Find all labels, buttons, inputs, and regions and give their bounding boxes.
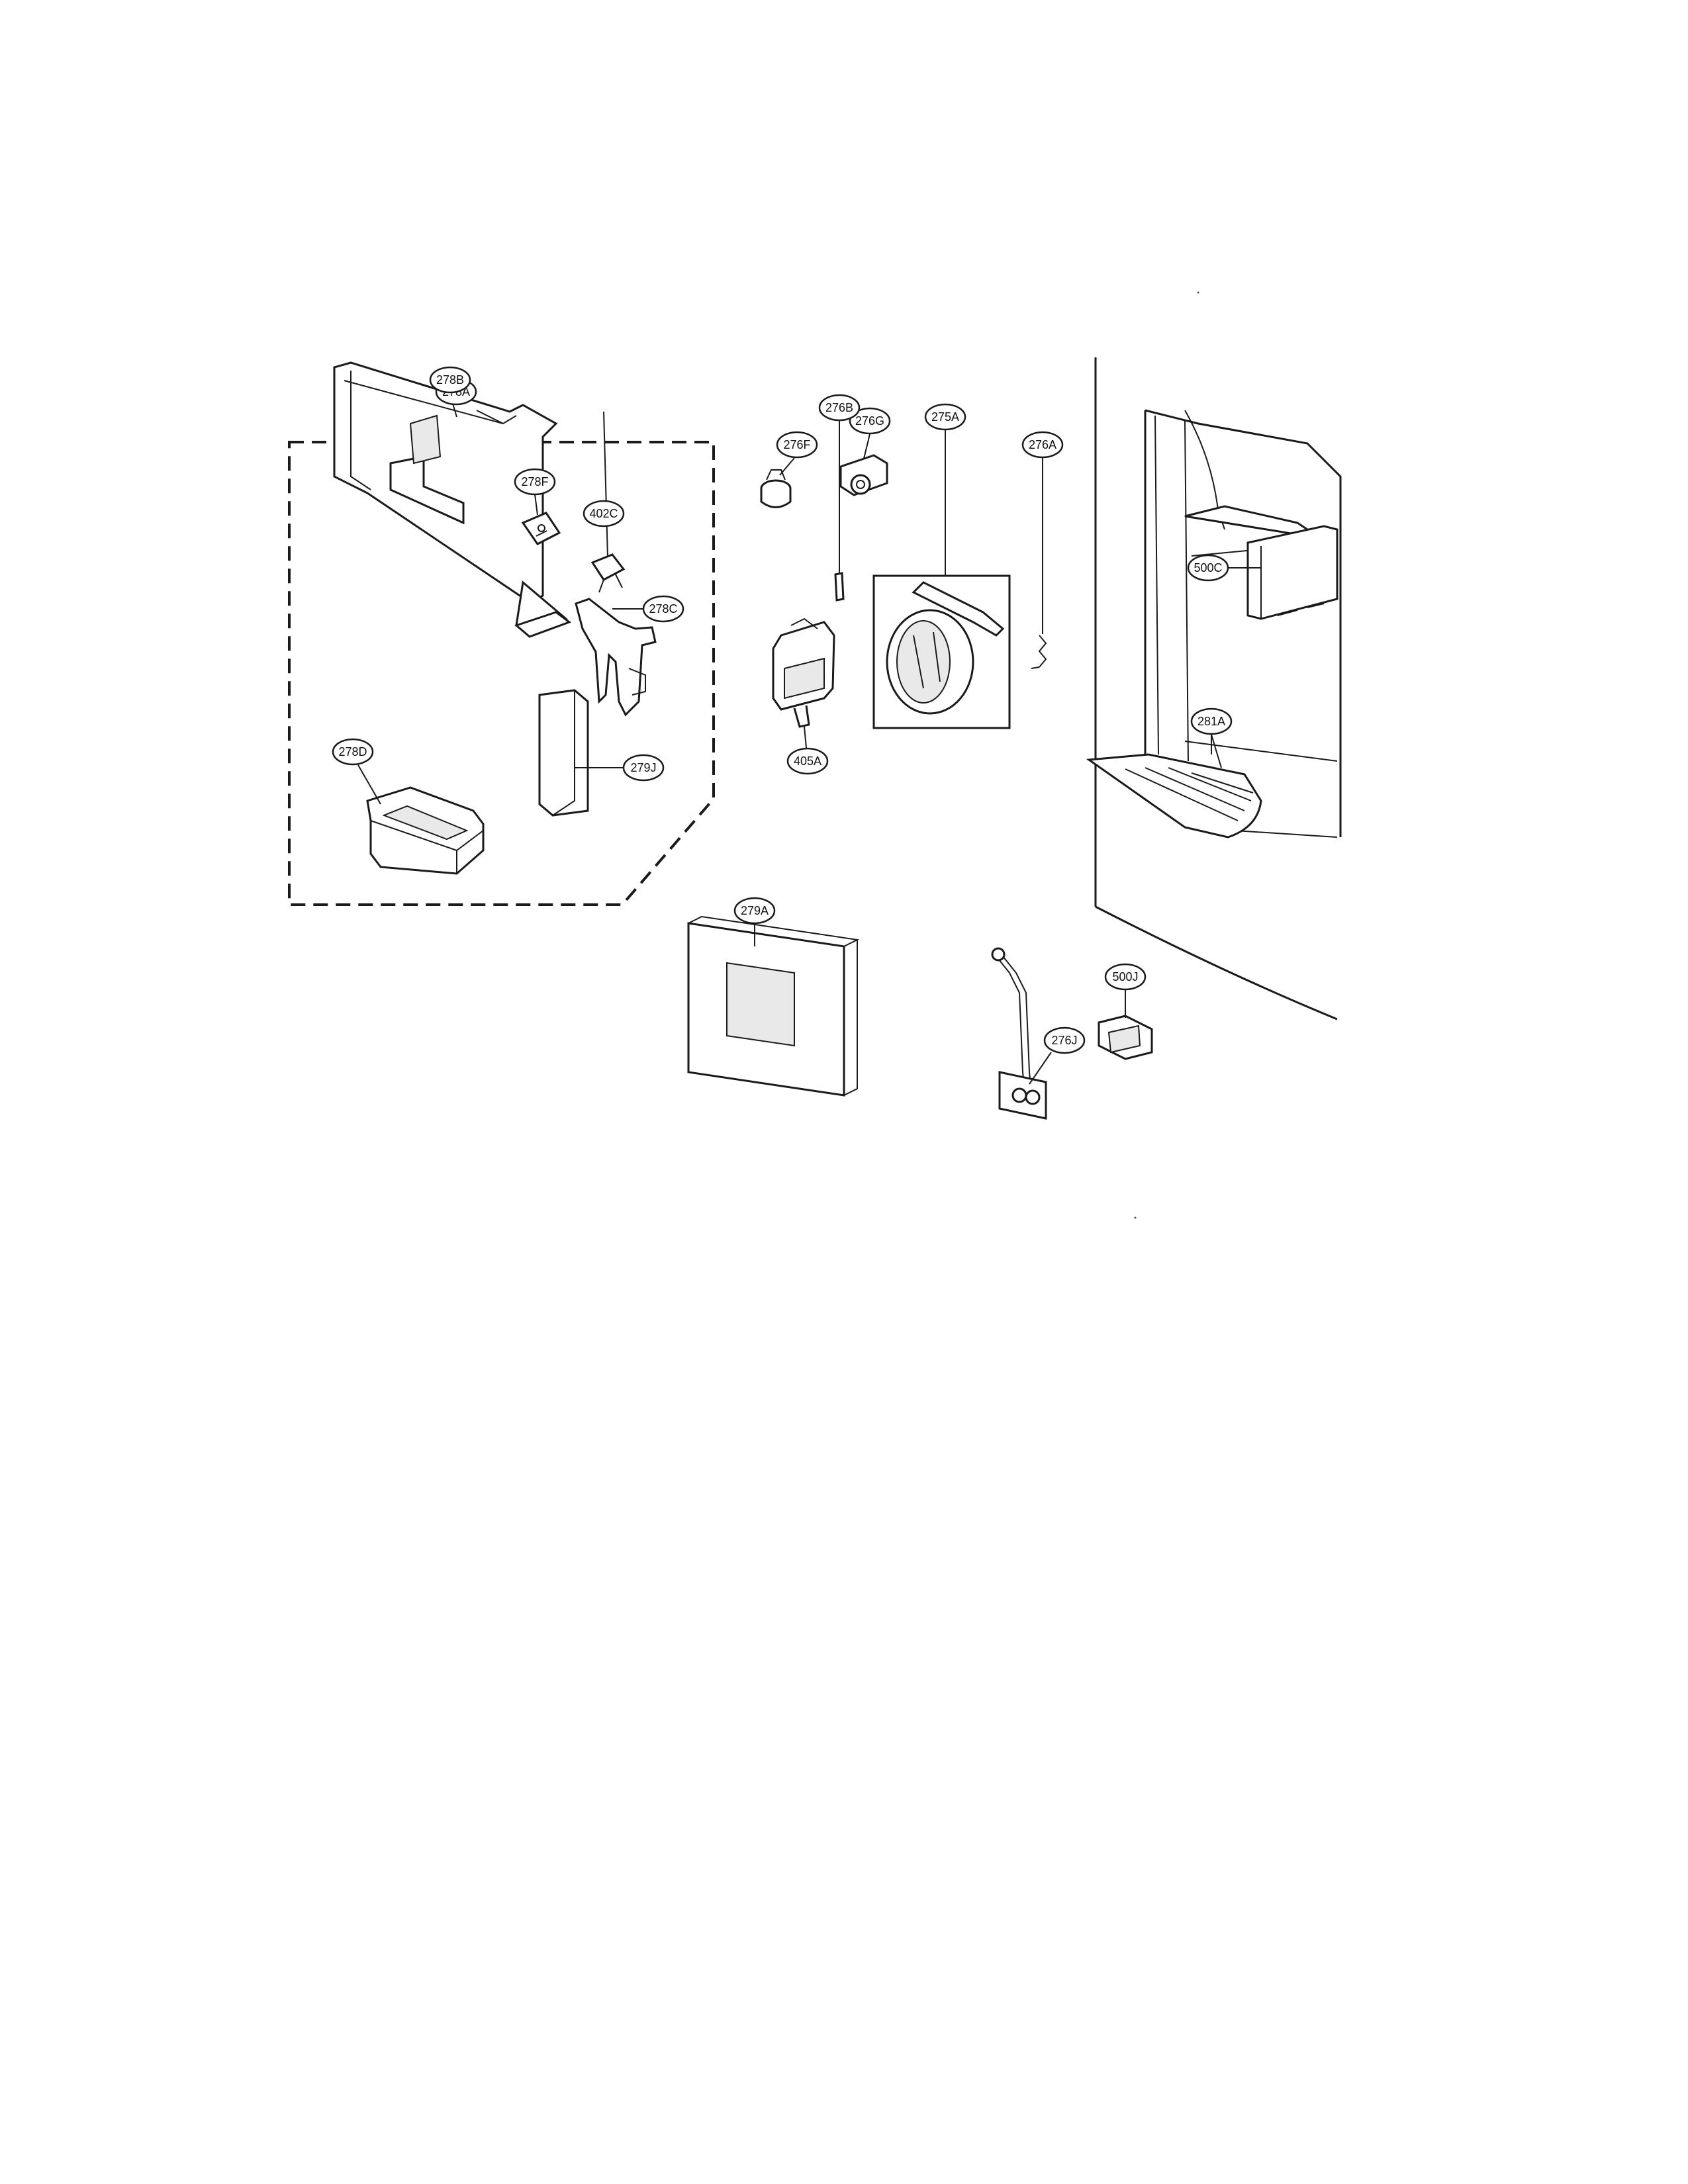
callout-278C-label: 278C xyxy=(649,602,677,615)
speck xyxy=(1197,291,1199,294)
speck xyxy=(1134,1216,1137,1219)
callout-500J: 500J xyxy=(1104,963,1147,991)
callout-500J-label: 500J xyxy=(1112,970,1138,983)
callout-276F: 276F xyxy=(776,431,818,459)
part-276G-bracket xyxy=(839,433,888,496)
part-275A-flap xyxy=(886,581,1005,715)
callout-275A-label: 275A xyxy=(931,410,959,424)
callout-405A: 405A xyxy=(786,747,829,775)
callout-278F-label: 278F xyxy=(521,475,548,488)
callout-276G: 276G xyxy=(849,407,891,435)
part-500C-cover xyxy=(1226,525,1338,620)
callout-279A: 279A xyxy=(733,897,776,925)
door-dispenser-recess xyxy=(1094,357,1342,1021)
callout-276J-label: 276J xyxy=(1051,1034,1077,1047)
part-276B-pin xyxy=(834,420,845,602)
part-279J-paddle xyxy=(538,689,626,817)
callout-278D: 278D xyxy=(332,738,374,766)
callout-402C-label: 402C xyxy=(589,507,618,520)
part-276A-spring xyxy=(1031,458,1047,669)
callout-278B-label: 278B xyxy=(436,373,464,387)
callout-276A: 276A xyxy=(1021,431,1064,459)
callout-279J-label: 279J xyxy=(630,761,656,774)
callout-276A-label: 276A xyxy=(1029,438,1056,451)
part-500J-connector xyxy=(1098,989,1153,1060)
callout-500C: 500C xyxy=(1187,554,1229,582)
part-276F-cam xyxy=(760,457,795,508)
callout-278C: 278C xyxy=(642,595,684,623)
callout-500C-label: 500C xyxy=(1194,561,1222,574)
part-278C-lever xyxy=(575,598,657,717)
callout-281A: 281A xyxy=(1190,707,1233,735)
callout-276G-label: 276G xyxy=(855,414,884,428)
part-402C-switch xyxy=(590,411,626,593)
part-276J-harness xyxy=(991,947,1052,1120)
assembly-275A-boundary xyxy=(872,430,1011,729)
callout-276F-label: 276F xyxy=(783,438,810,451)
callout-278B: 278B xyxy=(429,366,471,394)
callout-281A-label: 281A xyxy=(1197,715,1225,728)
callout-279J: 279J xyxy=(622,754,665,782)
part-278B-housing xyxy=(333,361,572,638)
callout-278D-label: 278D xyxy=(338,745,367,758)
callout-275A: 275A xyxy=(924,403,966,431)
callout-278F: 278F xyxy=(514,468,556,496)
part-278F-plate xyxy=(521,494,561,545)
part-281A-drip-tray xyxy=(1086,734,1262,839)
part-279A-panel xyxy=(687,915,860,1097)
callout-402C: 402C xyxy=(583,500,625,527)
callout-276B-label: 276B xyxy=(825,401,853,414)
callout-279A-label: 279A xyxy=(741,904,769,917)
part-278D-chute xyxy=(357,764,485,875)
callout-405A-label: 405A xyxy=(794,754,821,768)
callout-276B: 276B xyxy=(818,394,861,422)
callout-276J: 276J xyxy=(1043,1026,1086,1054)
part-405A-motor xyxy=(772,617,835,749)
